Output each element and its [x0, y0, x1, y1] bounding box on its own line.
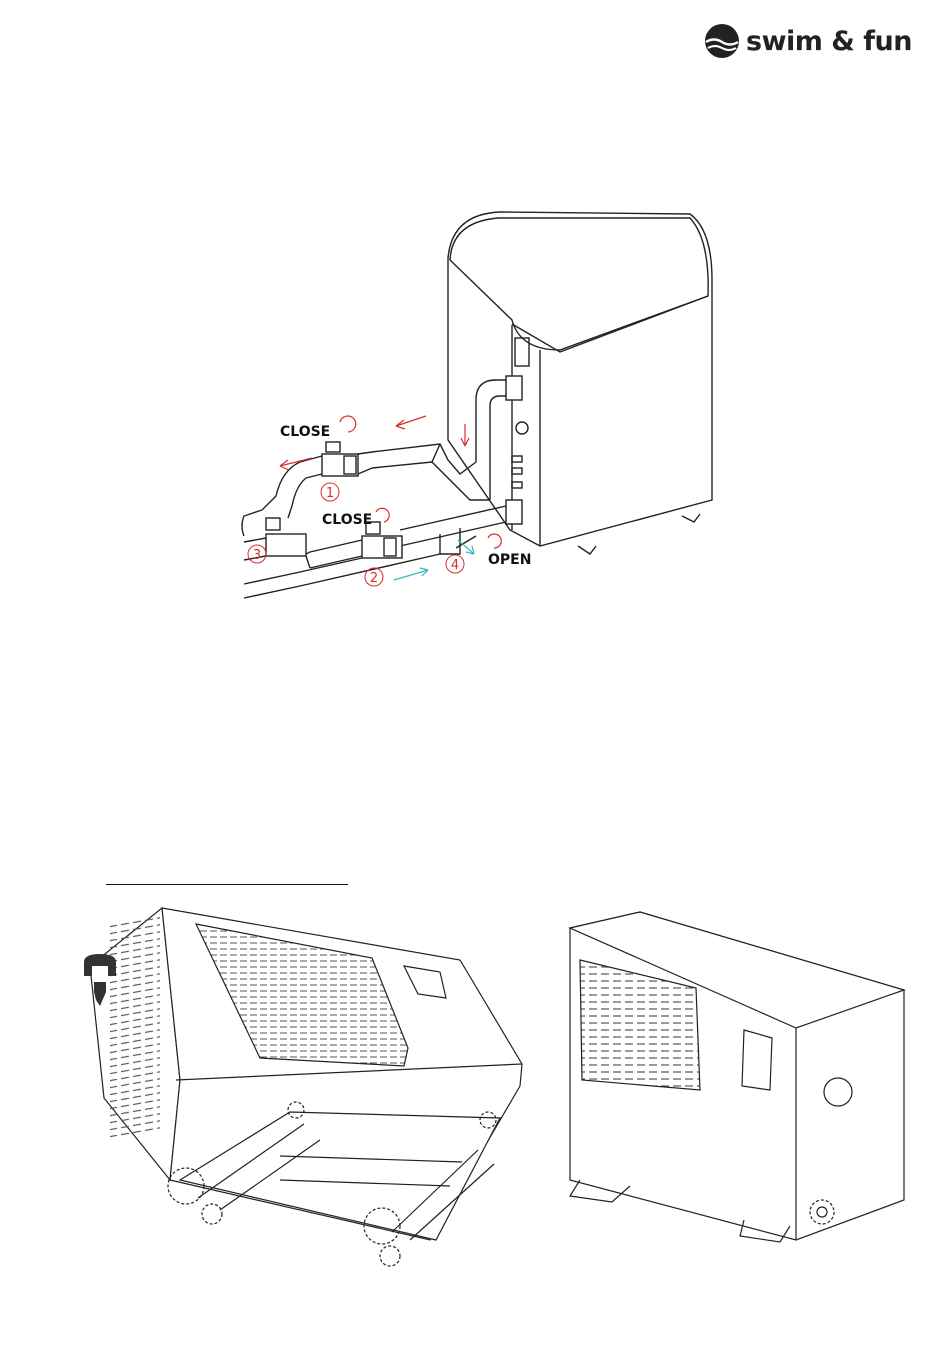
close-label-valve-1: CLOSE [280, 424, 330, 440]
swim-fun-logo-icon [704, 23, 740, 59]
close-label-valve-2: CLOSE [322, 512, 372, 528]
valve-number-3: 3 [253, 548, 261, 563]
valve-number-4: 4 [451, 558, 459, 573]
brand-logo: swim & fun [704, 20, 912, 62]
valve-number-2: 2 [370, 571, 378, 586]
valve-number-1: 1 [326, 486, 334, 501]
unit-installation-figures [0, 880, 950, 1280]
bypass-valve-diagram: 1 2 3 4 CLOSE CLOSE OPEN [0, 200, 950, 610]
open-label-valve-4: OPEN [488, 552, 531, 568]
brand-name: swim & fun [746, 26, 912, 57]
